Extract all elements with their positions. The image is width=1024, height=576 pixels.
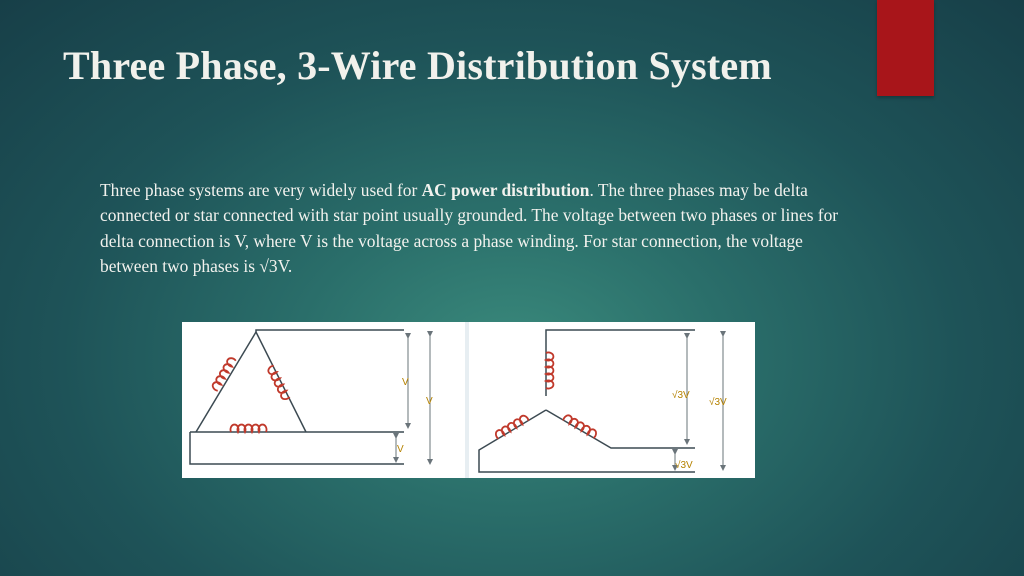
paragraph-text-start: Three phase systems are very widely used… bbox=[100, 180, 422, 200]
star-left-arm bbox=[478, 409, 695, 473]
delta-lower-wire bbox=[189, 432, 404, 465]
delta-connection-panel: V V V bbox=[182, 322, 465, 478]
delta-right-coil bbox=[267, 364, 291, 401]
star-left-coil bbox=[495, 414, 530, 440]
delta-left-coil bbox=[211, 357, 237, 392]
delta-neutral-voltage-label: V bbox=[397, 444, 404, 455]
delta-phase-voltage-label: V bbox=[402, 377, 409, 388]
delta-right-side bbox=[255, 331, 307, 433]
star-right-arm bbox=[545, 409, 695, 449]
slide-title: Three Phase, 3-Wire Distribution System bbox=[63, 43, 772, 88]
accent-block bbox=[877, 0, 934, 96]
delta-bottom-coil bbox=[229, 423, 268, 435]
connection-diagram: V V V bbox=[182, 322, 755, 478]
star-phase-voltage-label: √3V bbox=[672, 389, 690, 401]
star-diagram: √3V √3V √3V bbox=[478, 329, 727, 473]
star-top-coil bbox=[543, 351, 555, 390]
paragraph-text-end: . The three phases may be delta connecte… bbox=[100, 180, 839, 276]
delta-line-voltage-label: V bbox=[426, 396, 433, 407]
star-line-voltage-label: √3V bbox=[709, 396, 727, 408]
star-top-arm bbox=[545, 329, 695, 396]
paragraph-bold-term: AC power distribution bbox=[421, 180, 590, 200]
panel-divider bbox=[465, 322, 469, 478]
delta-left-side bbox=[195, 331, 257, 433]
star-right-coil bbox=[562, 414, 597, 439]
delta-diagram: V V V bbox=[189, 329, 433, 465]
star-connection-panel: √3V √3V √3V bbox=[469, 322, 755, 478]
delta-top-wire bbox=[255, 329, 404, 332]
slide-paragraph: Three phase systems are very widely used… bbox=[100, 178, 840, 279]
star-bottom-voltage-label: √3V bbox=[675, 459, 693, 471]
